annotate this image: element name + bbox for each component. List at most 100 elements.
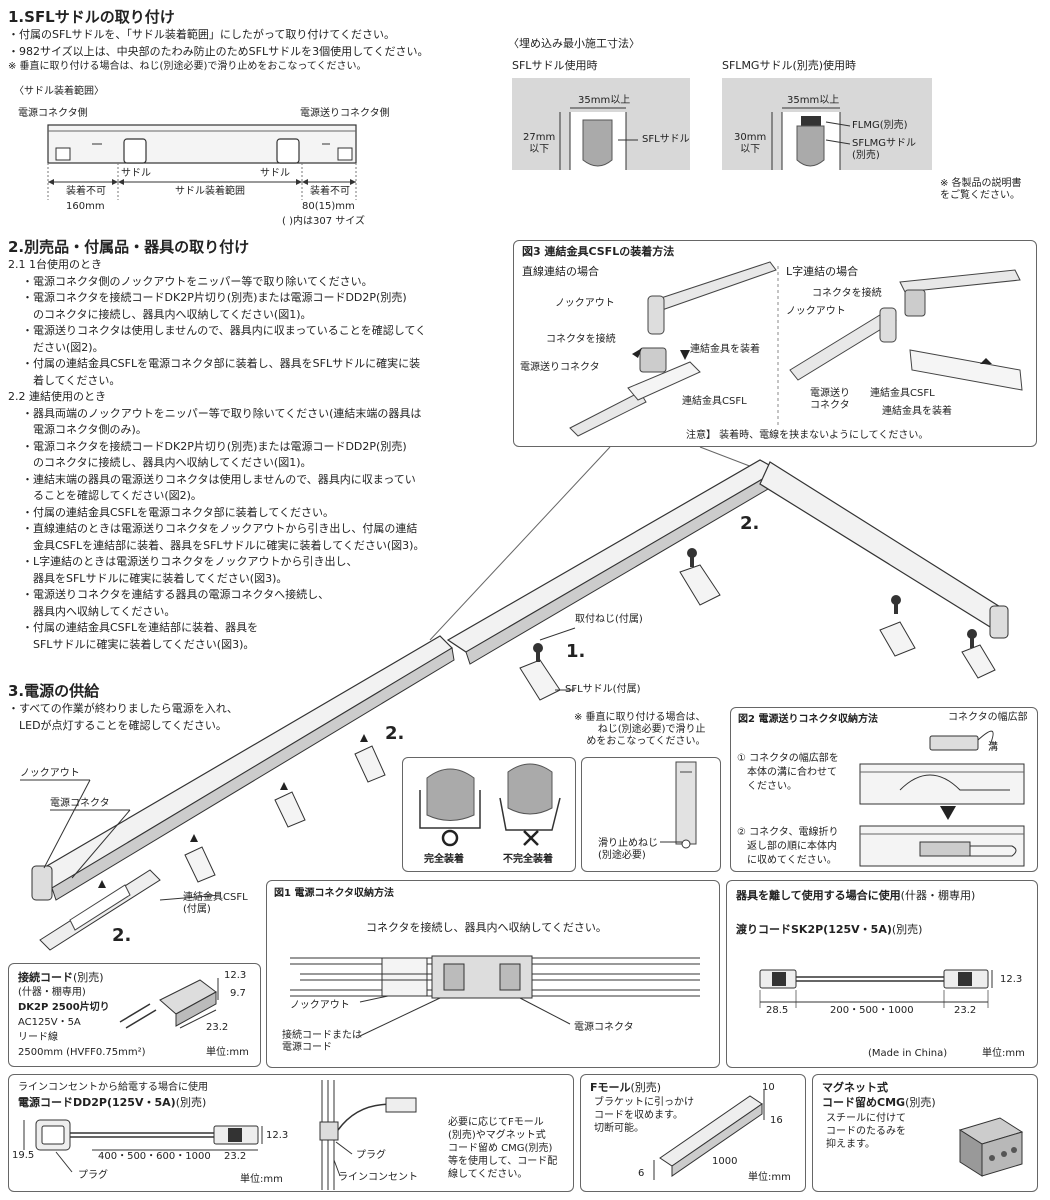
sk2p-d3: 23.2	[954, 1005, 977, 1016]
dk2p-d1: 12.3	[224, 970, 247, 981]
embed-w35-left: 35mm以上	[578, 95, 631, 106]
section1-title: 1.SFLサドルの取り付け	[8, 8, 175, 26]
sk2p-title-normal: (什器・棚専用)	[900, 889, 976, 902]
dd2p-d4: 12.3	[266, 1130, 289, 1141]
sfl-saddle-label: SFLサドル(付属)	[565, 684, 641, 695]
instruction-line: ・付属の連結金具CSFLを電源コネクタ部に装着してください。	[22, 505, 335, 519]
section3-line: LEDが点灯することを確認してください。	[8, 718, 227, 732]
cmg-name2-bold: コード留めCMG	[822, 1096, 906, 1109]
dk2p-d3: 23.2	[206, 1022, 229, 1033]
section1-text: ・付属のSFLサドルを、「サドル装着範囲」にしたがって取り付けてください。 ・9…	[8, 27, 428, 74]
power-connector-label: 電源コネクタ	[50, 798, 110, 809]
instruction-line: ・器具両端のノックアウトをニッパー等で取り除いてください(連結末端の器具は	[22, 406, 422, 420]
csfl-label: 連結金具CSFL (付属)	[183, 892, 248, 915]
dim-right: 80(15)mm	[302, 201, 355, 212]
instruction-line: SFLサドルに確実に装着してください(図3)。	[22, 637, 255, 651]
knockout-label: ノックアウト	[20, 768, 80, 779]
dd2p-plug: プラグ	[78, 1170, 108, 1181]
vertical-box	[581, 757, 721, 872]
section3-line: ・すべての作業が終わりましたら電源を入れ、	[8, 702, 238, 715]
fig1-instruction: コネクタを接続し、器具内へ収納してください。	[366, 921, 607, 934]
embed-w35-right: 35mm以上	[787, 95, 840, 106]
instruction-line: ・電源コネクタ側のノックアウトをニッパー等で取り除いてください。	[22, 274, 373, 288]
fmall-d16: 16	[770, 1115, 783, 1126]
dk2p-box	[8, 963, 261, 1067]
fig3-csfl2: 連結金具CSFL	[870, 388, 935, 399]
dim-left: 160mm	[66, 201, 105, 212]
dk2p-diagram	[119, 978, 219, 1029]
fmall-name: Fモール(別売)	[590, 1082, 661, 1094]
feed-connector-side: 電源送りコネクタ側	[300, 108, 390, 119]
dk2p-name-bold: 接続コード	[18, 971, 73, 984]
dd2p-diagram	[23, 1080, 417, 1190]
instruction-line: のコネクタに接続し、器具内へ収納してください(図1)。	[22, 456, 312, 469]
cmg-name2-normal: (別売)	[905, 1096, 936, 1109]
fmall-name-bold: Fモール	[590, 1081, 631, 1094]
section1-line: ※ 垂直に取り付ける場合は、ねじ(別途必要)で滑り止めをおこなってください。	[8, 61, 367, 72]
dd2p-unit: 単位:mm	[240, 1174, 283, 1185]
fig1-cord: 接続コードまたは 電源コード	[282, 1030, 362, 1053]
dk2p-lead: リード線	[18, 1032, 58, 1043]
dk2p-unit: 単位:mm	[206, 1047, 249, 1058]
sk2p-name-normal: (別売)	[891, 923, 923, 936]
fig2-step2: ② コネクタ、電線折り 返し部の順に本体内 に収めてください。	[737, 827, 839, 866]
section1-line: ・付属のSFLサドルを、「サドル装着範囲」にしたがって取り付けてください。	[8, 28, 396, 41]
dd2p-d3: 23.2	[224, 1151, 247, 1162]
embed-sfl-saddle: SFLサドル	[642, 134, 690, 145]
instruction-line: ・付属の連結金具CSFLを連結部に装着、器具を	[22, 621, 259, 634]
fig1-power-conn: 電源コネクタ	[574, 1022, 634, 1033]
fig2-groove: 溝	[988, 742, 998, 753]
fig2-title: 図2 電源送りコネクタ収納方法	[738, 714, 879, 725]
fig3-knockout: ノックアウト	[555, 298, 615, 309]
dd2p-outlet: ラインコンセント	[338, 1172, 418, 1183]
embed-h30: 30mm 以下	[734, 132, 767, 155]
instruction-line: ・電源コネクタを接続コードDK2P片切り(別売)または電源コードDD2P(別売)	[22, 439, 407, 453]
instruction-line: ・電源送りコネクタを連結する器具の電源コネクタへ接続し、	[22, 588, 330, 601]
main-illustration	[20, 446, 1009, 951]
fig3-title: 図3 連結金具CSFLの装着方法	[522, 245, 675, 258]
dk2p-line2: (什器・棚専用)	[18, 987, 86, 998]
section2-title: 2.別売品・付属品・器具の取り付け	[8, 238, 250, 256]
sk2p-unit: 単位:mm	[982, 1048, 1025, 1059]
instruction-line: 着してください。	[22, 373, 121, 387]
fmall-diagram	[653, 1090, 765, 1180]
sk2p-name: 渡りコードSK2P(125V・5A)(別売)	[736, 924, 922, 936]
saddle-range-diagram	[47, 124, 357, 200]
embed-flmg: FLMG(別売)	[852, 120, 908, 131]
ok-label: 完全装着	[424, 854, 464, 865]
fig3-knockout2: ノックアウト	[786, 306, 846, 317]
embed-right-title: SFLMGサドル(別売)使用時	[722, 59, 857, 72]
power-connector-side: 電源コネクタ側	[18, 108, 88, 119]
vertical-note: ※ 垂直に取り付ける場合は、 ねじ(別途必要)で滑り止 めをおこなってください。	[574, 712, 706, 747]
vertical-illustration	[660, 761, 697, 849]
sk2p-d1: 28.5	[766, 1005, 789, 1016]
fmall-name-normal: (別売)	[630, 1081, 662, 1094]
ng-label: 不完全装着	[503, 854, 553, 865]
screw-label: 取付ねじ(付属)	[575, 614, 643, 625]
saddle-label-right: サドル	[260, 168, 290, 179]
instruction-line: 器具をSFLサドルに確実に装着してください(図3)。	[22, 571, 288, 585]
dd2p-line1: ラインコンセントから給電する場合に使用	[18, 1082, 208, 1093]
step-num-2a: 2.	[740, 513, 760, 534]
sk2p-diagram	[759, 969, 993, 1008]
dd2p-name-normal: (別売)	[175, 1096, 207, 1109]
step-num-2b: 2.	[385, 723, 405, 744]
instruction-line: 金具CSFLを連結部に装着、器具をSFLサドルに確実に装着してください(図3)。	[22, 538, 425, 552]
embed-left-title: SFLサドル使用時	[512, 59, 598, 72]
dd2p-d2: 400・500・600・1000	[98, 1151, 211, 1162]
fig1-illustration	[290, 955, 700, 1037]
cmg-desc: スチールに付けて コードのたるみを 抑えます。	[826, 1113, 906, 1150]
dim-note: ( )内は307 サイズ	[282, 216, 365, 227]
fig1-title: 図1 電源コネクタ収納方法	[274, 888, 395, 899]
fig3-feed2: 電源送り コネクタ	[810, 388, 850, 411]
step-num-2c: 2.	[112, 925, 132, 946]
sk2p-d2: 200・500・1000	[830, 1005, 914, 1016]
instruction-line: 電源コネクタ側のみ)。	[22, 423, 147, 436]
sk2p-title-bold: 器具を離して使用する場合に使用	[736, 889, 901, 902]
fmall-d1000: 1000	[712, 1156, 738, 1167]
section2-text: 2.1 1台使用のとき ・電源コネクタ側のノックアウトをニッパー等で取り除いてく…	[8, 257, 426, 653]
dd2p-name: 電源コードDD2P(125V・5A)(別売)	[18, 1097, 206, 1109]
fmall-d6: 6	[638, 1168, 645, 1179]
step-num-1: 1.	[566, 641, 586, 662]
instruction-line: ださい(図2)。	[22, 340, 104, 354]
